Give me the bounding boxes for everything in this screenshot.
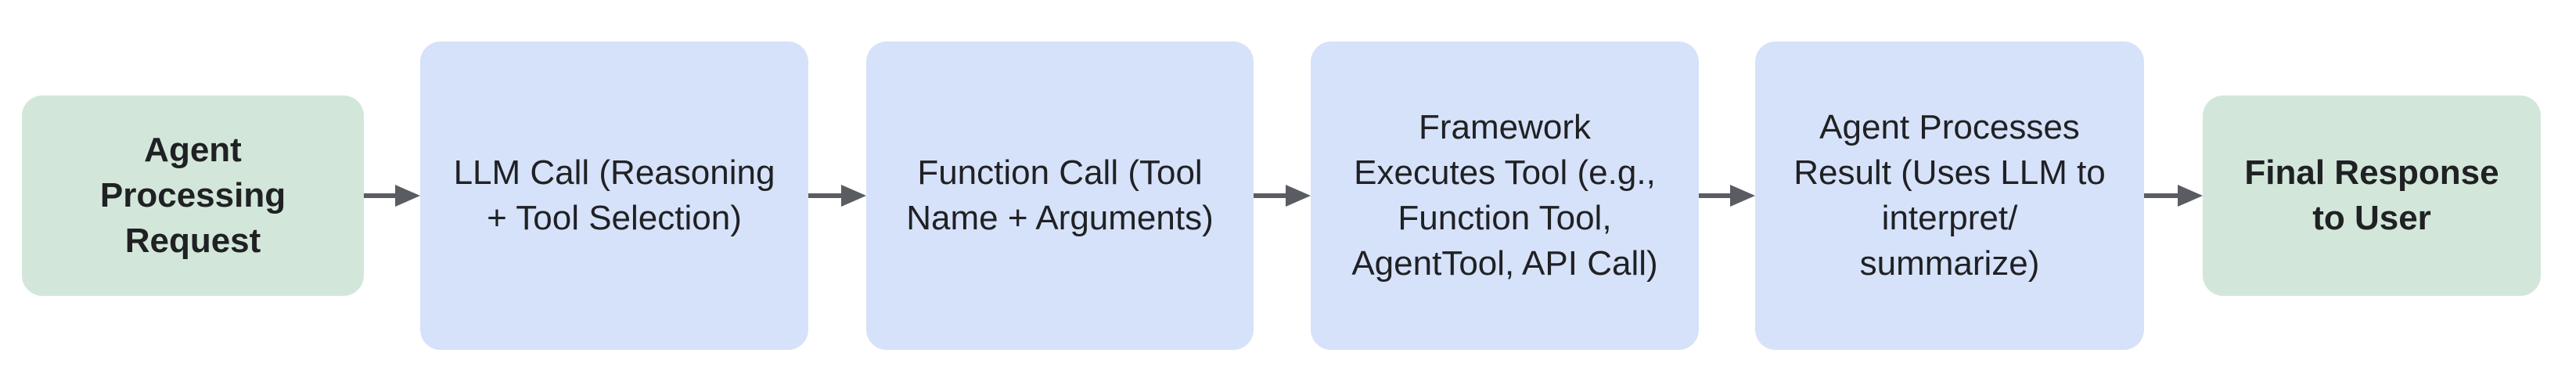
arrow-head: [841, 185, 866, 207]
flow-arrow-4: [1699, 185, 1755, 207]
node-framework-executes-tool: Framework Executes Tool (e.g., Function …: [1311, 41, 1699, 350]
arrow-head: [2178, 185, 2203, 207]
arrow-line: [808, 193, 841, 198]
node-label: Agent Processing Request: [99, 131, 286, 260]
arrow-head: [1286, 185, 1311, 207]
node-label: Function Call (Tool Name + Arguments): [906, 153, 1214, 237]
node-label: Framework Executes Tool (e.g., Function …: [1351, 108, 1658, 283]
node-llm-call: LLM Call (Reasoning + Tool Selection): [420, 41, 808, 350]
node-label: Final Response to User: [2244, 153, 2499, 237]
arrow-line: [364, 193, 395, 198]
node-function-call: Function Call (Tool Name + Arguments): [866, 41, 1254, 350]
node-agent-processes-result: Agent Processes Result (Uses LLM to inte…: [1755, 41, 2144, 350]
node-label: LLM Call (Reasoning + Tool Selection): [453, 153, 775, 237]
arrow-head: [395, 185, 420, 207]
arrow-line: [2144, 193, 2178, 198]
arrow-line: [1699, 193, 1730, 198]
flow-arrow-1: [364, 185, 420, 207]
flow-arrow-3: [1254, 185, 1311, 207]
node-final-response-to-user: Final Response to User: [2203, 96, 2541, 296]
flow-arrow-5: [2144, 185, 2203, 207]
arrow-head: [1730, 185, 1755, 207]
node-label: Agent Processes Result (Uses LLM to inte…: [1793, 108, 2106, 283]
flow-arrow-2: [808, 185, 866, 207]
arrow-line: [1254, 193, 1286, 198]
node-agent-processing-request: Agent Processing Request: [22, 96, 364, 296]
